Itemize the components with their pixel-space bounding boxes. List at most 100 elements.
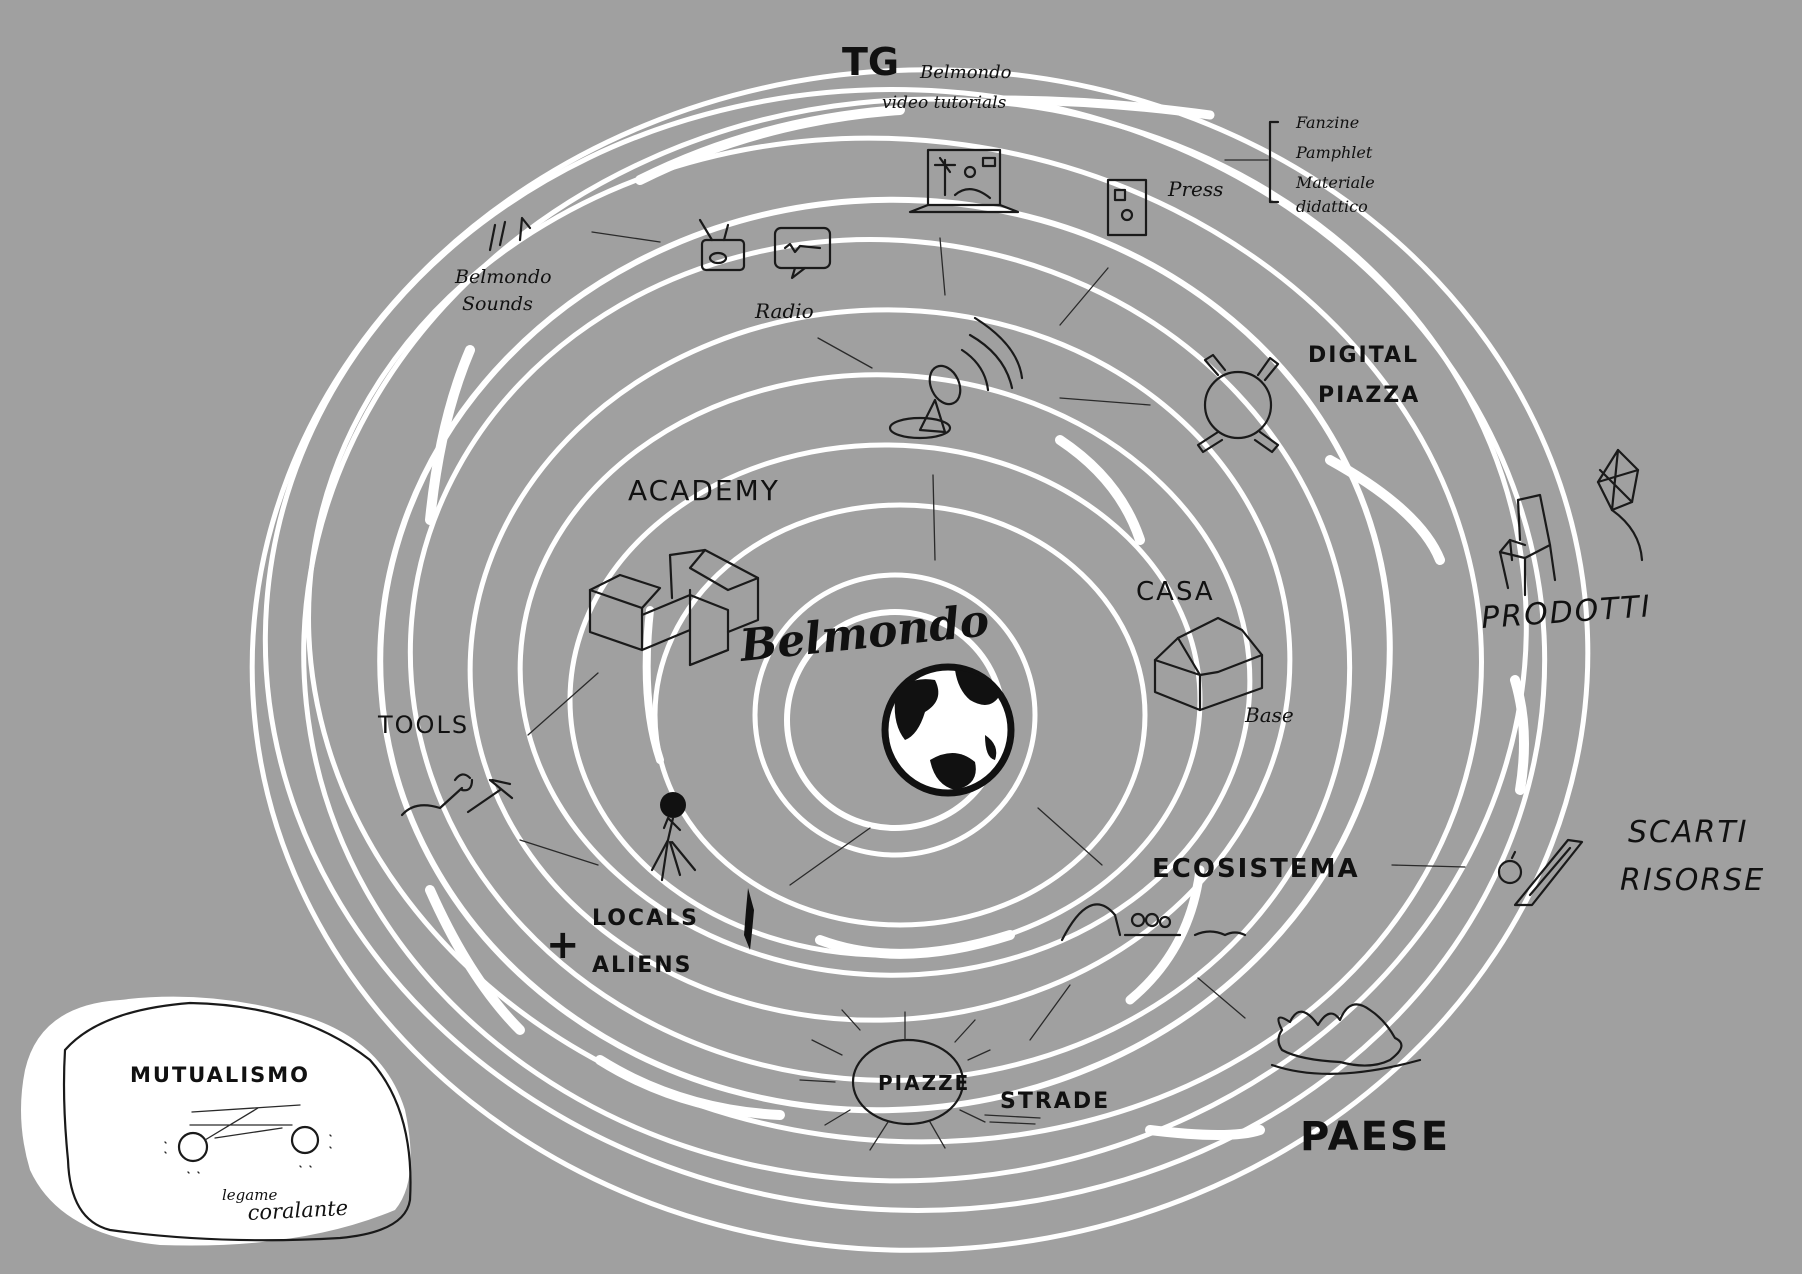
connector-tg-center — [939, 237, 946, 296]
piazze-label: PIAZZE — [878, 1071, 970, 1095]
tg-caption: video tutorials — [882, 93, 1007, 113]
house-icon — [1153, 616, 1264, 712]
academy-label: ACADEMY — [628, 474, 780, 507]
inset-links — [189, 1104, 301, 1141]
orbit-ring-outer-2 — [262, 87, 1548, 1213]
risorse-line: RISORSE — [1620, 863, 1765, 898]
locals-aliens-plus: + — [546, 922, 580, 968]
node-prodotti: PRODOTTI — [1480, 448, 1653, 636]
connector-radio-center — [932, 474, 936, 561]
orbit-arc-11 — [1125, 865, 1205, 1005]
academy-building-icon — [588, 548, 760, 667]
aliens-line: ALIENS — [592, 953, 693, 978]
person-icon — [744, 888, 754, 950]
connector-piazze-center — [1029, 984, 1071, 1041]
orbit-ring-outer-4 — [306, 135, 1484, 1145]
orbit-arc-12 — [995, 95, 1215, 120]
orbit-ring-mid-1 — [377, 196, 1393, 1114]
node-ecosistema: ECOSISTEMA — [1060, 854, 1360, 942]
tg-title: TG — [842, 40, 899, 84]
casa-sub: Base — [1244, 703, 1294, 727]
digital-piazza-line-2: PIAZZA — [1318, 383, 1420, 408]
orbit-ring-core-1 — [752, 572, 1038, 858]
sounds-line-2: Sounds — [462, 293, 533, 315]
orbit-ring-inner-1 — [567, 442, 1203, 958]
orbit-ring-outer-3 — [301, 96, 1529, 1184]
ecosistema-label: ECOSISTEMA — [1152, 854, 1360, 884]
orbit-arc-9 — [1145, 1125, 1265, 1140]
node-tg: TG Belmondo video tutorials — [842, 40, 1020, 214]
orbit-arc-6 — [642, 606, 664, 764]
inset-dots — [164, 1134, 332, 1174]
alien-icon — [650, 792, 697, 882]
casa-label: CASA — [1136, 577, 1215, 607]
piazza-sun-icon — [799, 1009, 991, 1151]
inset-title: MUTUALISMO — [130, 1063, 310, 1087]
tv-studio-icon — [908, 148, 1020, 214]
digital-hub-icon — [1196, 353, 1280, 454]
node-scarti-risorse: SCARTI RISORSE — [1497, 815, 1765, 907]
node-casa: CASA Base — [1136, 577, 1294, 727]
landscape-icon — [1060, 903, 1247, 942]
center-belmondo: Belmondo — [736, 595, 1015, 797]
speech-bubble-icon — [773, 226, 832, 280]
press-bracket — [1268, 120, 1280, 204]
node-radio: Radio — [698, 218, 832, 323]
press-item-2: Pamphlet — [1295, 143, 1373, 162]
connector-lines — [519, 159, 1466, 1041]
sounds-line-1: Belmondo — [454, 266, 552, 288]
strade-label: STRADE — [1000, 1089, 1110, 1114]
inset-line-2: coralante — [247, 1196, 349, 1225]
town-cloud-icon — [1270, 1003, 1422, 1075]
inset-outline — [62, 1001, 412, 1242]
tg-subtitle: Belmondo — [919, 62, 1012, 83]
paese-label: PAESE — [1300, 1114, 1450, 1160]
orbit-ring-mid-3 — [467, 307, 1293, 1023]
orbit-ring-mid-2 — [407, 237, 1353, 1083]
wrench-hammer-icon — [400, 773, 514, 817]
connector-dish-digital — [1059, 397, 1151, 406]
connector-sounds-radio — [591, 231, 661, 243]
prodotti-label: PRODOTTI — [1480, 589, 1653, 636]
connector-tools-academy — [527, 672, 599, 736]
press-item-1: Fanzine — [1295, 113, 1359, 132]
node-digital-piazza: DIGITAL PIAZZA — [1196, 343, 1420, 454]
connector-ecosistema-center — [1037, 807, 1103, 866]
orbit-arc-10 — [425, 885, 525, 1035]
press-label: Press — [1167, 177, 1223, 201]
orbit-ring-inner-2 — [652, 502, 1148, 928]
orbit-arc-3 — [1325, 455, 1445, 565]
digital-piazza-line-1: DIGITAL — [1308, 343, 1419, 368]
strade-lines — [984, 1114, 1041, 1125]
scarti-line: SCARTI — [1628, 815, 1749, 850]
locals-line: LOCALS — [592, 906, 699, 931]
inset-mutualismo: MUTUALISMO legame coralante — [21, 996, 412, 1246]
orbit-arc-4 — [1510, 675, 1529, 795]
inset-node-left — [177, 1131, 209, 1163]
press-item-3: Materiale — [1295, 173, 1375, 192]
connector-ecosistema-paese — [1197, 977, 1246, 1019]
node-paese: PAESE — [1270, 1003, 1450, 1160]
center-title: Belmondo — [736, 595, 992, 672]
press-document-icon — [1106, 178, 1148, 237]
radio-icon — [698, 218, 746, 272]
inset-blob — [21, 996, 411, 1246]
globe-icon — [881, 663, 1015, 797]
connector-locals-center — [789, 827, 871, 886]
satellite-dish-icon — [888, 316, 1024, 440]
tools-label: TOOLS — [377, 711, 469, 739]
orbit-arc-5 — [425, 345, 475, 525]
node-tools: TOOLS — [377, 711, 514, 817]
node-strade: STRADE — [984, 1089, 1110, 1125]
orbit-arc-7 — [815, 930, 1015, 959]
connector-press-center — [1059, 267, 1109, 326]
recycle-bin-icon — [1497, 838, 1584, 907]
orbit-ring-mid-4 — [517, 372, 1253, 978]
node-piazze: PIAZZE — [799, 1009, 991, 1151]
orbit-arc-8 — [595, 1055, 785, 1120]
connector-radio-dish — [817, 337, 873, 369]
orbit-arc-1 — [635, 105, 905, 185]
orbit-ring-outer-1 — [249, 67, 1591, 1253]
orbit-arc-2 — [1055, 435, 1145, 545]
